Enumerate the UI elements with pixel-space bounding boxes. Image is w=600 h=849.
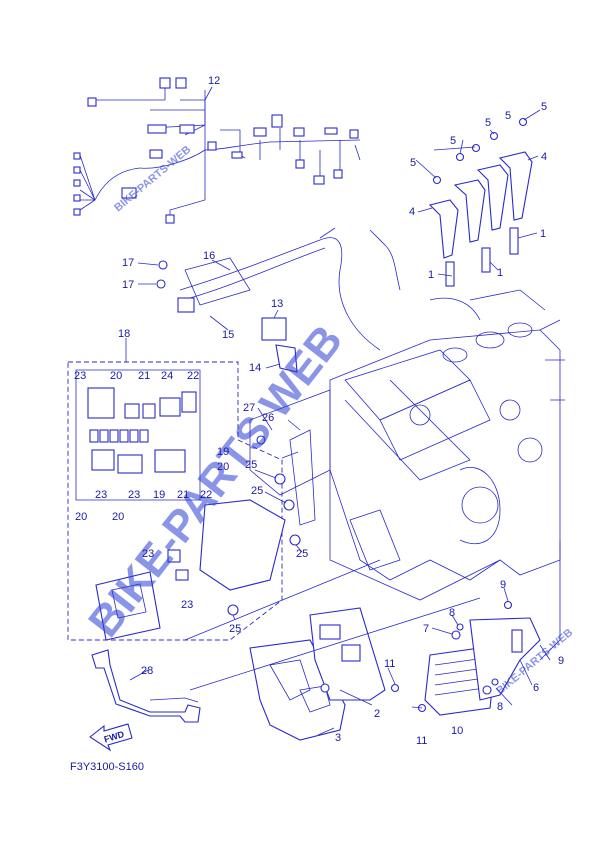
callout-16: 16 — [203, 250, 215, 262]
callout-22: 22 — [200, 489, 212, 501]
callout-25: 25 — [296, 548, 308, 560]
callout-18: 18 — [118, 328, 130, 340]
callout-21: 21 — [138, 370, 150, 382]
callout-20: 20 — [110, 370, 122, 382]
callout-5: 5 — [541, 101, 547, 113]
callout-9: 9 — [558, 655, 564, 667]
callout-1: 1 — [497, 267, 503, 279]
callout-23: 23 — [74, 370, 86, 382]
callout-27: 27 — [243, 402, 255, 414]
callout-5: 5 — [505, 110, 511, 122]
callout-4: 4 — [409, 206, 415, 218]
callout-23: 23 — [95, 489, 107, 501]
callout-5: 5 — [410, 157, 416, 169]
callout-3: 3 — [335, 732, 341, 744]
callout-28: 28 — [141, 665, 153, 677]
callout-15: 15 — [222, 329, 234, 341]
callout-1: 1 — [428, 269, 434, 281]
callout-12: 12 — [208, 75, 220, 87]
callout-23: 23 — [142, 548, 154, 560]
callout-5: 5 — [450, 135, 456, 147]
callout-2: 2 — [374, 708, 380, 720]
callout-20: 20 — [217, 461, 229, 473]
cover-and-plate — [249, 607, 386, 741]
engine-assembly — [249, 289, 565, 601]
ecu-group-box — [67, 361, 286, 641]
callout-26: 26 — [262, 412, 274, 424]
callout-5: 5 — [485, 117, 491, 129]
harness-bracket — [156, 227, 401, 373]
callout-4: 4 — [541, 151, 547, 163]
leader-lines — [125, 86, 561, 736]
bracket-28 — [91, 649, 201, 723]
callout-10: 10 — [451, 725, 463, 737]
callout-8: 8 — [497, 701, 503, 713]
grommets — [227, 435, 301, 616]
rectifier-assembly — [390, 600, 541, 716]
callout-23: 23 — [128, 489, 140, 501]
callout-20: 20 — [112, 511, 124, 523]
callout-11: 11 — [416, 735, 427, 747]
callout-8: 8 — [449, 607, 455, 619]
callout-25: 25 — [245, 459, 257, 471]
callout-23: 23 — [181, 599, 193, 611]
watermark-main: BIKE-PARTS WEB — [79, 316, 352, 646]
fwd-arrow-icon: FWD — [89, 723, 133, 752]
callout-20: 20 — [75, 511, 87, 523]
callout-7: 7 — [423, 623, 429, 635]
callout-9: 9 — [500, 579, 506, 591]
callout-17: 17 — [122, 279, 134, 291]
callout-19: 19 — [153, 489, 165, 501]
callout-19: 19 — [217, 446, 229, 458]
callout-24: 24 — [161, 370, 173, 382]
callout-13: 13 — [271, 298, 283, 310]
ignition-coils — [428, 117, 533, 287]
diagram-code: F3Y3100-S160 — [70, 761, 144, 773]
callout-numbers: 12 5 5 5 5 5 4 4 1 1 1 16 17 17 13 15 14… — [74, 75, 564, 747]
callout-1: 1 — [540, 228, 546, 240]
callout-14: 14 — [249, 362, 261, 374]
callout-25: 25 — [229, 623, 241, 635]
wiring-harness — [73, 77, 361, 224]
callout-21: 21 — [177, 489, 189, 501]
callout-11: 11 — [384, 658, 395, 670]
callout-17: 17 — [122, 257, 134, 269]
callout-25: 25 — [251, 485, 263, 497]
callout-6: 6 — [533, 682, 539, 694]
callout-22: 22 — [187, 370, 199, 382]
